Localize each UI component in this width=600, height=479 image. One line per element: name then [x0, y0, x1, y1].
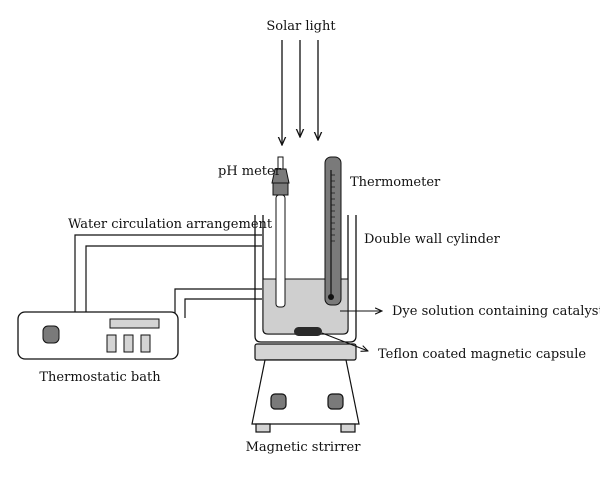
label-double-wall-cylinder: Double wall cylinder	[364, 232, 501, 247]
label-ph-meter: pH meter	[218, 164, 282, 179]
bath-button-1	[106, 334, 117, 353]
label-water-circulation: Water circulation arrangement	[68, 217, 273, 232]
stirrer-knob-right	[327, 393, 344, 410]
water-circulation-pipes	[74, 234, 262, 318]
label-magnetic-stirrer: Magnetic strirrer	[246, 440, 362, 455]
stirrer-knob-left	[270, 393, 287, 410]
stirrer-foot-left	[255, 423, 271, 433]
thermometer	[324, 156, 342, 306]
label-dye-solution: Dye solution containing catalyst	[392, 304, 600, 319]
solar-light-arrows	[282, 40, 318, 145]
label-teflon-capsule: Teflon coated magnetic capsule	[378, 347, 586, 362]
label-thermometer: Thermometer	[350, 175, 441, 190]
teflon-magnetic-capsule	[294, 327, 322, 336]
stirrer-body	[251, 359, 360, 425]
label-thermostatic-bath: Thermostatic bath	[39, 370, 161, 385]
bath-knob	[42, 325, 60, 344]
stirrer-foot-right	[340, 423, 356, 433]
stirrer-top-plate	[254, 343, 357, 361]
label-solar-light: Solar light	[266, 19, 336, 34]
thermostatic-bath	[17, 311, 179, 360]
bath-button-2	[123, 334, 134, 353]
capsule-pointer	[321, 332, 368, 351]
bath-button-3	[140, 334, 151, 353]
magnetic-stirrer	[251, 343, 360, 433]
bath-display	[109, 318, 160, 329]
ph-meter-probe	[271, 156, 290, 308]
